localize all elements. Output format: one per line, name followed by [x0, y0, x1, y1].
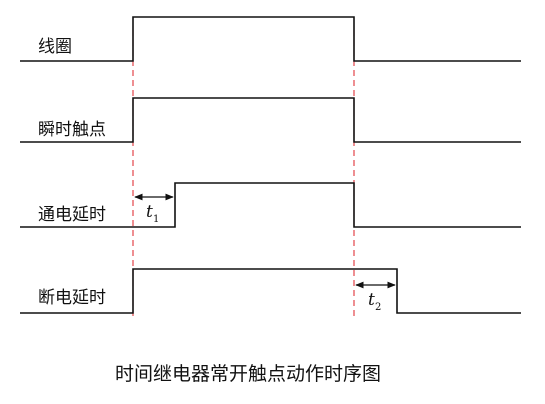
t2-subscript: 2 — [375, 302, 381, 313]
row-label-coil: 线圈 — [38, 37, 72, 57]
coil-waveform — [20, 16, 521, 62]
t1-subscript: 1 — [153, 214, 159, 225]
diagram-caption: 时间继电器常开触点动作时序图 — [115, 363, 381, 385]
on-delay-waveform — [20, 182, 521, 228]
t2-label: t — [368, 290, 375, 310]
row-label-on-delay: 通电延时 — [38, 205, 106, 225]
row-label-off-delay: 断电延时 — [38, 288, 106, 308]
off-delay-waveform — [20, 268, 521, 314]
row-label-instant-contact: 瞬时触点 — [38, 120, 106, 140]
instant-contact-waveform — [20, 97, 521, 143]
t1-label: t — [146, 202, 153, 222]
